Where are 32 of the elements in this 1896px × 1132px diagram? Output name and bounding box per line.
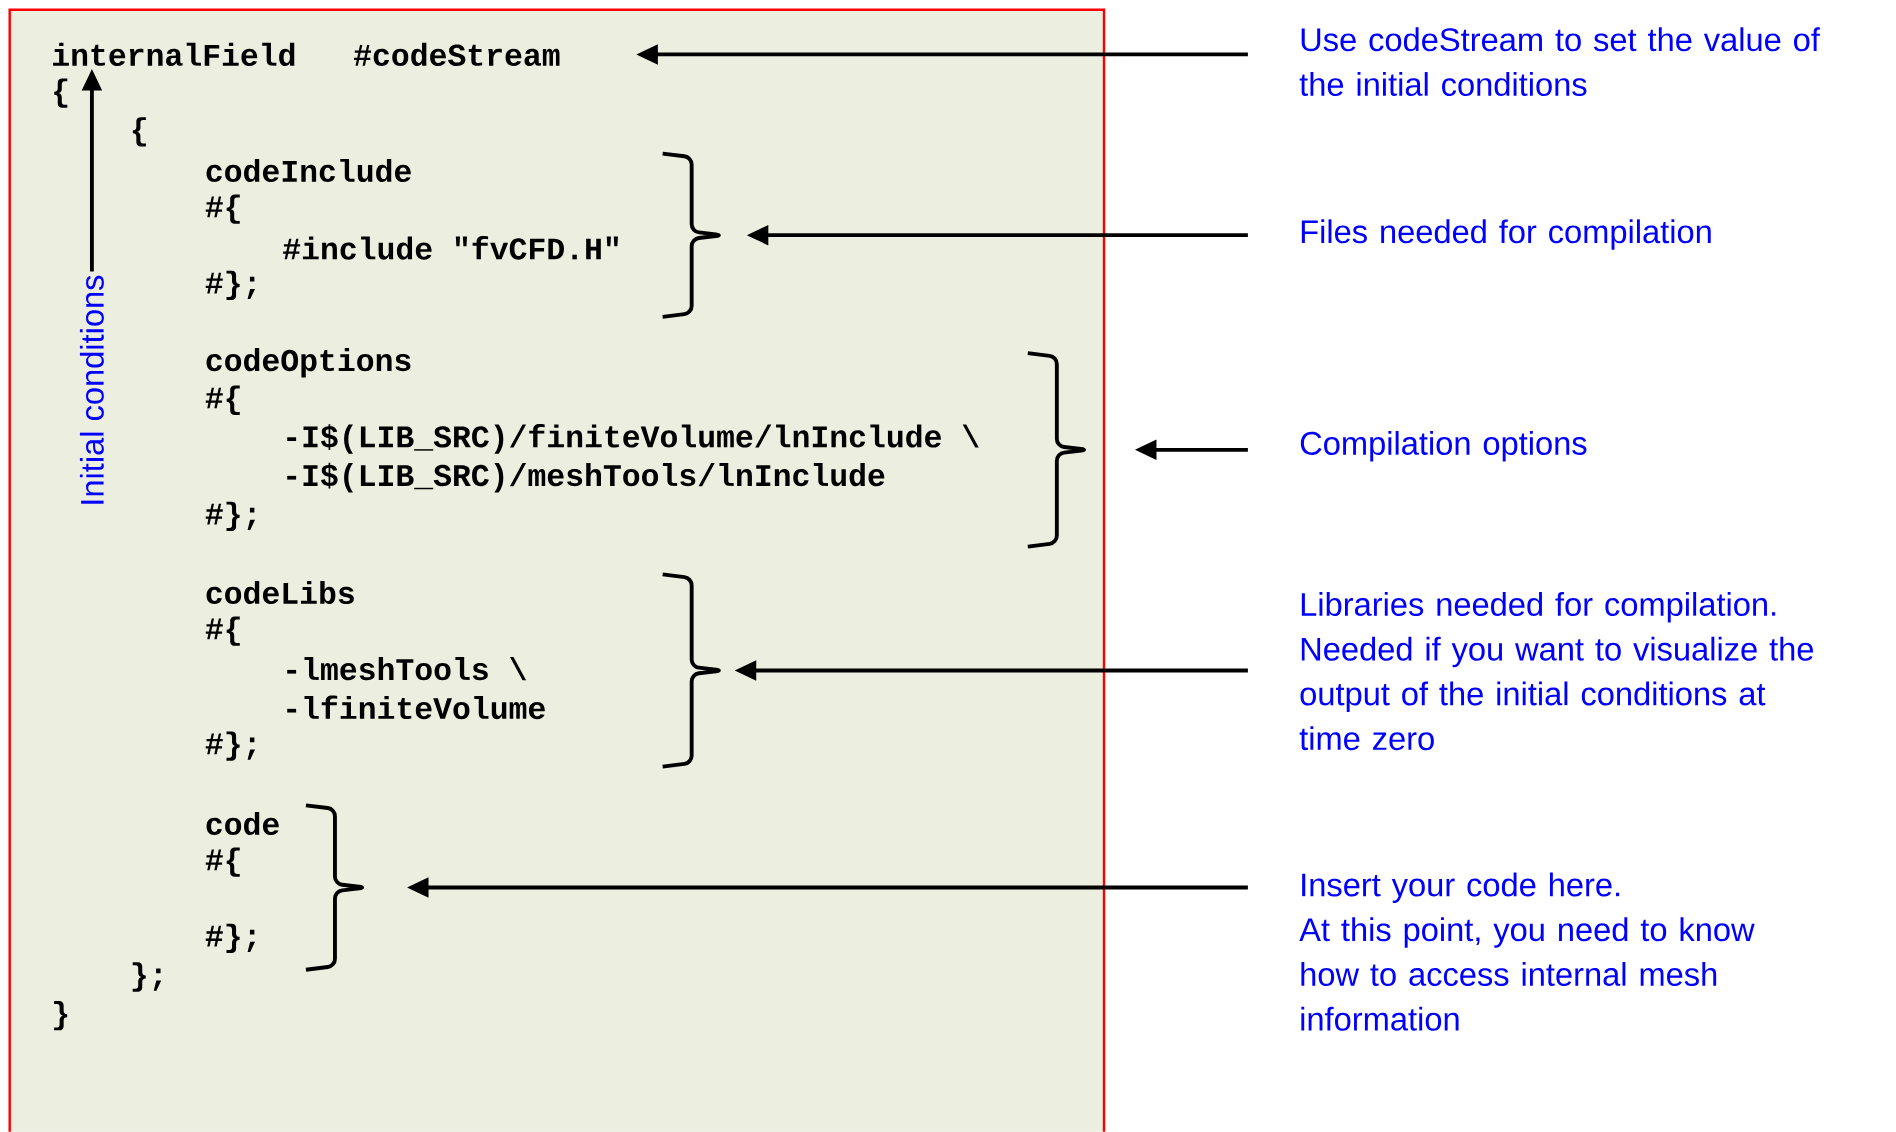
annotation-text: Files needed for compilation [1301,219,1711,250]
code-line: codeOptions [206,348,411,378]
code-line: #{ [205,847,240,877]
code-line: #{ [205,385,240,415]
code-line: { [132,117,146,147]
curly-brace [1027,351,1085,549]
code-line: #}; [205,923,255,954]
annotation-text: Compilation options [1300,431,1587,462]
code-line: -I$(LIB_SRC)/finiteVolume/lnInclude \ [287,424,979,454]
code-line: -lmeshTools \ [287,657,527,681]
code-line: internalField #codeStream [53,42,560,67]
curly-brace [305,803,363,972]
code-line: { [54,78,68,108]
code-line: #}; [205,270,255,301]
code-line: #{ [205,616,240,646]
code-line: #}; [205,731,255,761]
code-line: -I$(LIB_SRC)/meshTools/lnInclude [287,462,885,493]
code-line: codeInclude [206,159,411,183]
vertical-label: Initial conditions [79,275,104,504]
code-line: }; [132,962,162,992]
annotation-text: Use codeStream to set the value of the initial conditions [1299,27,1820,97]
code-line: } [54,1001,68,1031]
annotation-text: Libraries needed for compilation. Needed if you want to visualize the output of the initial conditions at time zero [1299,592,1813,751]
curly-brace [662,572,720,769]
curly-brace [662,151,720,319]
code-line: #include "fvCFD.H" [283,236,618,260]
annotation-text: Insert your code here. At this point, you need to know how to access internal mesh information [1299,872,1755,1031]
code-line: #}; [205,501,255,532]
code-line: -lfiniteVolume [287,695,545,720]
code-line: #{ [205,194,240,224]
code-line: codeLibs [206,581,354,605]
code-line: code [206,812,279,836]
